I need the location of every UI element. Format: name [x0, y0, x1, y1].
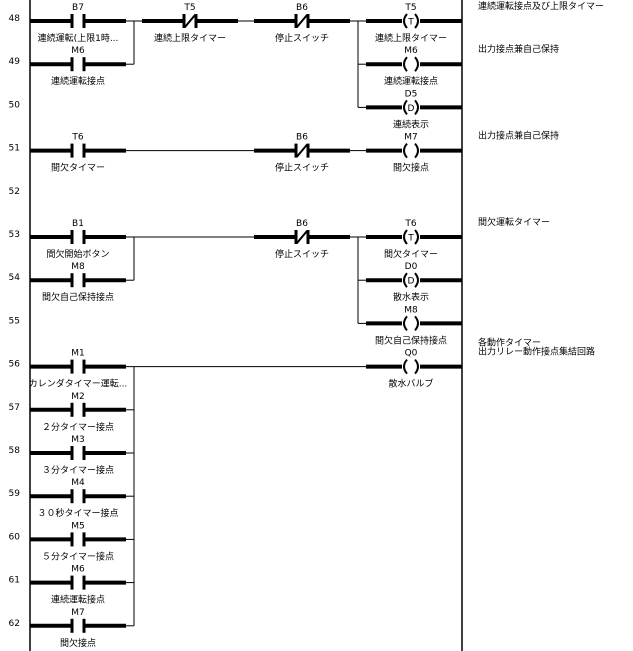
contact-address: B6 — [296, 3, 308, 13]
row-number: 61 — [9, 576, 20, 586]
coil-right-paren — [414, 272, 419, 288]
contact-address: M2 — [71, 392, 85, 402]
rung-comment: 出力接点兼自己保持 — [478, 43, 559, 55]
row-number: 57 — [9, 403, 20, 413]
coil-address: M7 — [404, 133, 418, 143]
coil-address: M6 — [404, 46, 418, 56]
contact-label: 間欠自己保持接点 — [42, 291, 114, 303]
row-number: 60 — [9, 532, 21, 542]
coil-label: 間欠接点 — [393, 162, 429, 174]
coil-left-paren — [403, 142, 408, 159]
contact-label: 連続運転(上限1時... — [38, 32, 119, 44]
contact-address: M1 — [71, 349, 85, 359]
contact-address: M5 — [71, 521, 85, 531]
row-number: 50 — [9, 100, 21, 110]
contact-label: ２分タイマー接点 — [42, 421, 114, 433]
contact-label: 停止スイッチ — [275, 248, 329, 260]
contact-label: ５分タイマー接点 — [42, 550, 114, 562]
contact-address: M4 — [71, 478, 85, 488]
row-number: 56 — [9, 360, 21, 370]
contact-address: B6 — [296, 133, 308, 143]
contact-slash — [296, 230, 308, 244]
contact-address: T5 — [183, 3, 195, 13]
contact-label: 連続運転接点 — [51, 75, 105, 87]
row-number: 48 — [9, 14, 21, 24]
contact-slash — [296, 14, 308, 28]
coil-right-paren — [414, 99, 419, 116]
coil-address: M8 — [404, 305, 418, 315]
contact-label: 停止スイッチ — [275, 162, 329, 174]
contact-slash — [296, 143, 308, 158]
coil-left-paren — [403, 272, 408, 288]
contact-address: B6 — [296, 219, 308, 229]
contact-label: 間欠タイマー — [51, 162, 105, 174]
contact-address: M6 — [71, 46, 85, 56]
contact-label: カレンダタイマー運転... — [29, 378, 128, 390]
contact-label: ３０秒タイマー接点 — [37, 507, 118, 519]
contact-label: 間欠開始ボタン — [46, 248, 109, 260]
rung-comment: 連続運転接点及び上限タイマー — [478, 0, 604, 12]
coil-right-paren — [414, 358, 419, 375]
contact-address: M7 — [71, 608, 85, 618]
coil-right-paren — [414, 142, 419, 159]
coil-type: D — [408, 277, 415, 287]
contact-label: 停止スイッチ — [275, 32, 329, 44]
coil-label: 散水表示 — [393, 291, 429, 303]
coil-left-paren — [403, 315, 408, 332]
rung-comment: 間欠運転タイマー — [478, 216, 550, 228]
rung-comment: 出力接点兼自己保持 — [478, 130, 559, 142]
coil-label: 連続上限タイマー — [375, 32, 447, 44]
row-number: 58 — [9, 446, 21, 456]
contact-label: 間欠接点 — [60, 637, 96, 649]
contact-address: M3 — [71, 435, 85, 445]
row-number: 55 — [9, 316, 20, 326]
coil-label: 連続表示 — [393, 118, 429, 130]
coil-left-paren — [403, 358, 408, 375]
coil-label: 間欠タイマー — [384, 248, 438, 260]
row-number: 59 — [9, 489, 21, 499]
contact-label: ３分タイマー接点 — [42, 464, 114, 476]
coil-address: T5 — [404, 3, 416, 13]
coil-address: D5 — [405, 89, 418, 99]
row-number: 62 — [9, 619, 20, 629]
coil-address: D0 — [405, 262, 418, 272]
coil-left-paren — [403, 229, 408, 245]
contact-address: B1 — [72, 219, 84, 229]
coil-left-paren — [403, 13, 408, 29]
coil-address: Q0 — [405, 349, 418, 359]
coil-label: 連続運転接点 — [384, 75, 438, 87]
contact-address: B7 — [72, 3, 84, 13]
rung-comment: 各動作タイマー — [478, 337, 541, 349]
coil-type: D — [408, 104, 415, 114]
coil-left-paren — [403, 56, 408, 72]
rung-comment: 出力リレー動作接点集結回路 — [478, 346, 595, 358]
contact-slash — [184, 14, 196, 28]
contact-address: M8 — [71, 262, 85, 272]
row-number: 54 — [9, 273, 21, 283]
coil-right-paren — [414, 229, 419, 245]
row-number: 52 — [9, 187, 20, 197]
coil-type: T — [407, 234, 414, 244]
row-number: 51 — [9, 144, 20, 154]
contact-label: 連続上限タイマー — [154, 32, 226, 44]
coil-label: 散水バルブ — [388, 378, 433, 390]
contact-label: 連続運転接点 — [51, 594, 105, 606]
contact-address: T6 — [71, 133, 83, 143]
coil-right-paren — [414, 13, 419, 29]
coil-type: T — [407, 18, 414, 28]
coil-label: 間欠自己保持接点 — [375, 334, 447, 346]
coil-right-paren — [414, 315, 419, 332]
coil-right-paren — [414, 56, 419, 72]
row-number: 49 — [9, 57, 21, 67]
row-number: 53 — [9, 230, 20, 240]
coil-left-paren — [403, 99, 408, 116]
contact-address: M6 — [71, 565, 85, 575]
coil-address: T6 — [404, 219, 416, 229]
